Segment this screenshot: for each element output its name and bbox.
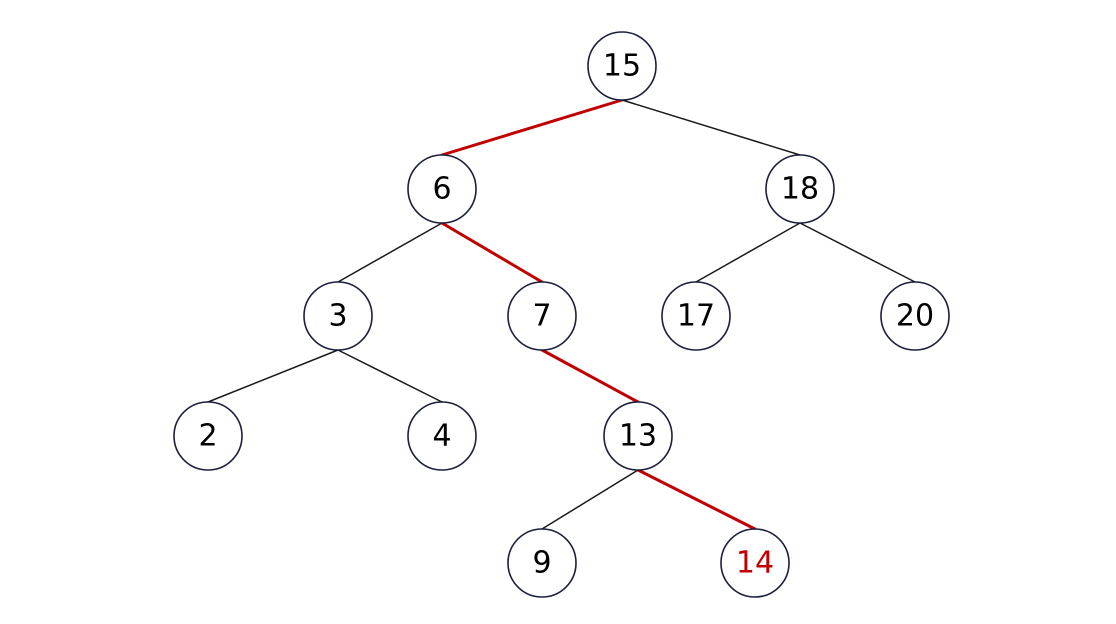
tree-node-18: 18	[765, 154, 835, 224]
tree-node-4: 4	[407, 401, 477, 471]
edge-n7-n13-highlighted	[540, 348, 640, 404]
node-circle	[661, 281, 731, 351]
node-circle	[173, 401, 243, 471]
node-label: 4	[432, 419, 451, 454]
tree-node-3: 3	[303, 281, 373, 351]
edge-n13-n14-highlighted	[636, 468, 757, 531]
tree-node-2: 2	[173, 401, 243, 471]
node-label: 3	[328, 299, 347, 334]
node-label: 14	[736, 546, 774, 581]
node-label: 17	[677, 299, 715, 334]
edge-n18-n20	[799, 222, 916, 283]
node-circle	[507, 281, 577, 351]
node-label: 9	[532, 546, 551, 581]
node-label: 7	[532, 299, 551, 334]
edge-n6-n7-highlighted	[440, 221, 544, 284]
node-label: 18	[781, 172, 819, 207]
tree-node-14: 14	[720, 528, 790, 598]
node-label: 6	[432, 172, 451, 207]
node-label: 15	[603, 49, 641, 84]
tree-node-6: 6	[407, 154, 477, 224]
node-circle	[507, 528, 577, 598]
tree-node-20: 20	[880, 281, 950, 351]
node-circle	[407, 401, 477, 471]
node-circle	[303, 281, 373, 351]
edge-n3-n2	[207, 349, 339, 403]
node-circle	[880, 281, 950, 351]
node-circle	[407, 154, 477, 224]
tree-node-15: 15	[587, 31, 657, 101]
node-circle	[720, 528, 790, 598]
node-circle	[587, 31, 657, 101]
edge-n3-n4	[337, 349, 443, 403]
edge-n15-n18	[621, 99, 801, 156]
edge-n18-n17	[695, 222, 801, 283]
edge-n13-n9	[541, 469, 639, 530]
edge-n15-n6-highlighted	[440, 98, 624, 157]
tree-node-13: 13	[603, 401, 673, 471]
node-label: 2	[198, 419, 217, 454]
tree-nodes: 15 6 18 3 7 17 20 2 4 13 9 14	[173, 31, 950, 598]
tree-edges	[207, 98, 916, 531]
tree-node-17: 17	[661, 281, 731, 351]
node-label: 13	[619, 419, 657, 454]
node-circle	[765, 154, 835, 224]
node-label: 20	[896, 299, 934, 334]
tree-node-9: 9	[507, 528, 577, 598]
tree-node-7: 7	[507, 281, 577, 351]
edge-n6-n3	[337, 222, 443, 283]
node-circle	[603, 401, 673, 471]
